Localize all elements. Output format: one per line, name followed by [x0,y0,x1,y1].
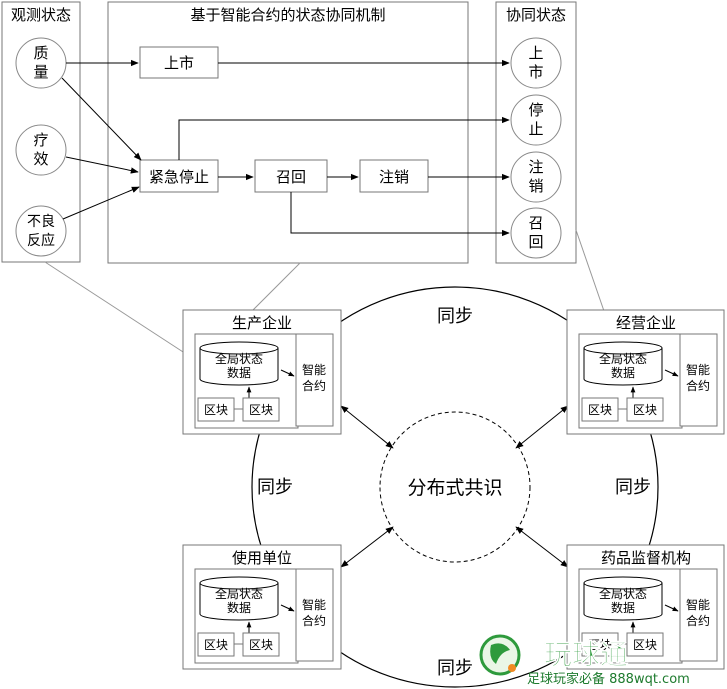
node-regulator: 药品监督机构 全局状态 数据 区块 区块 智能 合约 [566,544,725,670]
observe-panel-title: 观测状态 [11,6,71,24]
coordinated-circle-listed-line2: 市 [528,63,543,81]
svg-text:全局状态: 全局状态 [599,586,647,601]
sync-label-left: 同步 [257,477,293,498]
svg-text:区块: 区块 [204,638,228,652]
observe-circle-efficacy-line1: 疗 [33,131,48,149]
sync-label-right: 同步 [615,477,651,498]
coordinated-circle-recalled-line1: 召 [528,214,543,232]
block-2 [242,397,280,422]
sync-ring [251,286,659,688]
watermark: 玩球通 足球玩家必备 888wqt.com [479,634,690,687]
global-state-db-icon [583,341,663,386]
observe-circle-quality-line2: 量 [33,63,48,81]
svg-text:区块: 区块 [633,638,657,652]
smart-contract-box [295,333,334,427]
svg-text:区块: 区块 [204,403,228,417]
svg-text:全局状态: 全局状态 [215,586,263,601]
box-recall [254,159,328,193]
svg-text:全局状态: 全局状态 [599,351,647,366]
svg-text:合约: 合约 [302,613,326,628]
coordinated-circle-stopped-line2: 止 [528,120,543,138]
mechanism-arrows [61,59,510,237]
observe-circle-adverse-reaction [15,205,67,257]
sync-labels: 同步 同步 同步 同步 [257,306,651,679]
arrow-adverse-to-emergency [62,186,140,220]
global-state-db-icon [583,576,663,621]
global-state-label-1: 全局状态 [215,351,263,366]
node-producer: 生产企业 全局状态 数据 区块 区块 智能 合约 [182,309,342,435]
arrow-emergency-to-stopped [178,116,510,160]
node-user: 使用单位 全局状态 数据 区块 区块 智能 合约 [182,544,342,670]
svg-text:合约: 合约 [686,613,710,628]
coordinated-circle-cancelled-line2: 销 [528,177,543,195]
smart-contract-box [295,568,334,662]
coordinated-circle-stopped-line1: 停 [528,101,543,119]
coordinated-circle-cancelled-line1: 注 [528,158,543,176]
coordinated-circle-listed [510,37,562,89]
box-cancel-label: 注销 [379,168,409,186]
block-2 [626,632,664,657]
watermark-brand: 玩球通 [544,638,628,671]
global-state-db-icon [199,341,279,386]
svg-text:区块: 区块 [249,638,273,652]
global-state-label-2: 数据 [227,365,251,380]
arrow-quality-to-emergency [61,77,142,161]
box-listed-label: 上市 [164,54,194,72]
coordinated-circle-listed-line1: 上 [528,44,543,62]
global-state-db-icon [199,576,279,621]
svg-text:数据: 数据 [611,600,635,615]
box-recall-label: 召回 [276,168,306,186]
observe-circle-efficacy [15,124,67,176]
watermark-logo-icon [479,634,521,676]
svg-text:合约: 合约 [302,378,326,393]
node-user-title: 使用单位 [232,549,292,567]
svg-text:数据: 数据 [227,600,251,615]
svg-text:智能: 智能 [302,362,326,377]
coordinated-circle-recalled [510,207,562,259]
svg-text:智能: 智能 [302,597,326,612]
svg-text:智能: 智能 [686,597,710,612]
node-operator-title: 经营企业 [616,314,676,332]
coordinated-panel-title: 协同状态 [506,6,566,24]
coordinated-circle-stopped [510,94,562,146]
svg-text:区块: 区块 [249,403,273,417]
coordinated-circle-recalled-line2: 回 [528,233,543,251]
node-producer-title: 生产企业 [232,314,292,332]
arrow-efficacy-to-emergency [65,156,139,174]
block-2 [242,632,280,657]
mechanism-panel-title: 基于智能合约的状态协同机制 [190,6,385,24]
observe-circle-efficacy-line2: 效 [33,150,48,168]
svg-text:区块: 区块 [588,403,612,417]
box-cancel [359,159,429,193]
coordinated-state-panel: 协同状态 上 市 停 止 注 销 召 回 [495,1,577,264]
svg-text:区块: 区块 [633,403,657,417]
sync-label-top: 同步 [437,306,473,327]
svg-text:数据: 数据 [611,365,635,380]
observe-circle-adverse-line2: 反应 [27,232,55,249]
node-regulator-title: 药品监督机构 [601,549,691,567]
observe-state-panel: 观测状态 质 量 疗 效 不良 反应 [1,1,81,263]
svg-text:区块: 区块 [588,638,612,652]
smart-contract-box [679,333,718,427]
consensus-label: 分布式共识 [407,477,502,499]
consensus-arrows [340,405,569,568]
observe-circle-quality-line1: 质 [33,44,48,62]
node-operator: 经营企业 全局状态 数据 区块 区块 智能 合约 [566,309,725,435]
smart-contract-box [679,568,718,662]
mechanism-panel: 基于智能合约的状态协同机制 上市 紧急停止 召回 注销 [107,1,469,264]
watermark-subtitle: 足球玩家必备 888wqt.com [527,671,690,687]
coordinated-circle-cancelled [510,151,562,203]
svg-text:合约: 合约 [686,378,710,393]
observe-circle-adverse-line1: 不良 [27,214,55,230]
svg-text:智能: 智能 [686,362,710,377]
sync-label-bottom: 同步 [437,658,473,679]
arrow-recall-to-recalled [290,192,510,237]
box-emergency-stop-label: 紧急停止 [149,168,209,186]
block-2 [626,397,664,422]
consensus-node: 分布式共识 [379,411,531,563]
